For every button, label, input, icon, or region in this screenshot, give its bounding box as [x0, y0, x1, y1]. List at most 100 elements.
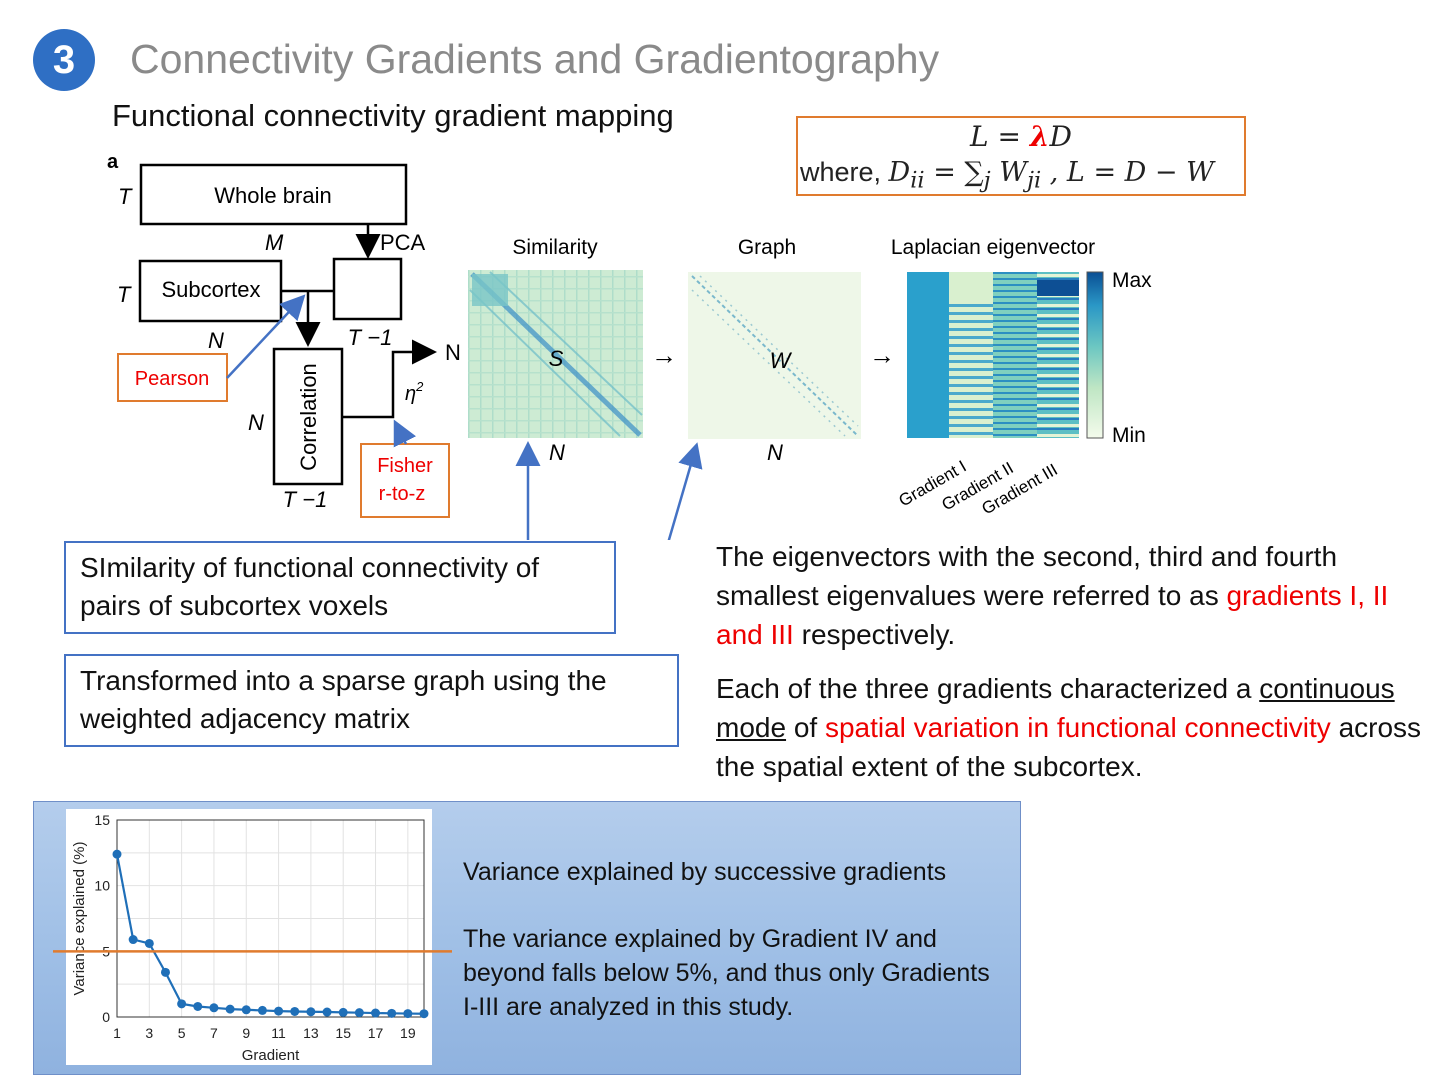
panel-label: a [107, 151, 119, 173]
data-point [419, 1009, 429, 1019]
spatial-variation-highlight: spatial variation in functional connecti… [824, 712, 1331, 743]
variance-heading: Variance explained by successive gradien… [463, 858, 947, 886]
similarity-band [469, 289, 621, 437]
data-point [177, 999, 187, 1009]
graph-w-label: W [770, 348, 793, 373]
y-tick-label: 10 [94, 878, 110, 894]
x-tick-label: 9 [242, 1025, 250, 1041]
similarity-block [472, 274, 508, 306]
slide-subtitle: Functional connectivity gradient mapping [112, 98, 674, 133]
fisher-label-line1: Fisher [377, 455, 433, 477]
colorbar-min-label: Min [1112, 424, 1146, 447]
series-line [115, 853, 425, 1015]
y-axis-label: Variance explained (%) [71, 842, 88, 996]
gradient-iii-top-block [1037, 280, 1079, 296]
pipeline-diagram: a Whole brain T M PCA T −1 Subcortex T N… [107, 151, 1152, 540]
data-point [387, 1008, 397, 1018]
eta-arrow [342, 339, 437, 419]
similarity-title: Similarity [512, 236, 598, 259]
subcortex-box [138, 259, 283, 323]
whole-brain-label: Whole brain [214, 183, 331, 208]
t-minus-1-label-top: T −1 [348, 325, 393, 350]
x-tick-label: 3 [145, 1025, 153, 1041]
y-tick-label: 0 [102, 1009, 110, 1025]
data-point [371, 1008, 381, 1018]
t-minus-1-label-bottom: T −1 [283, 487, 328, 512]
variance-explanation: The variance explained by Gradient IV an… [463, 925, 990, 1021]
data-point [144, 938, 154, 948]
data-point [193, 1001, 203, 1011]
data-point [241, 1005, 251, 1015]
data-point [354, 1008, 364, 1018]
n-label-graph: N [767, 440, 783, 465]
pearson-pointer [226, 294, 306, 379]
gradient-ii-column [993, 272, 1037, 438]
n-label-output: N [445, 340, 461, 365]
lambda-symbol: λ [1029, 120, 1050, 153]
graph-callout-pointer [667, 442, 703, 540]
subcortex-label: Subcortex [161, 277, 260, 302]
x-tick-label: 19 [400, 1025, 416, 1041]
graph-band [691, 289, 846, 437]
data-point [322, 1007, 332, 1017]
data-point [128, 935, 138, 945]
eigenvector-explanation: The eigenvectors with the second, third … [716, 541, 1389, 650]
gradient-0-column [907, 272, 949, 438]
eta-squared-label: η2 [405, 379, 424, 405]
gradient-iii-column [1037, 272, 1079, 438]
data-point [112, 849, 122, 859]
fisher-pointer [393, 419, 417, 448]
x-tick-label: 15 [335, 1025, 351, 1041]
whole-brain-box [139, 163, 408, 226]
colorbar [1086, 271, 1104, 439]
x-tick-label: 1 [113, 1025, 121, 1041]
n-label-corr: N [248, 410, 264, 435]
data-point [160, 967, 170, 977]
graph-diagonal [691, 275, 859, 437]
data-point [225, 1004, 235, 1014]
x-tick-label: 13 [303, 1025, 319, 1041]
pearson-label: Pearson [135, 368, 210, 390]
similarity-band [489, 271, 643, 416]
pearson-label-box [117, 353, 228, 402]
data-point [209, 1003, 219, 1013]
data-point [403, 1009, 413, 1019]
t-label-1: T [118, 184, 133, 209]
laplacian-equation-box: L = λD where, Dii = ∑j Wji , L = D − W [796, 116, 1246, 196]
graph-callout: Transformed into a sparse graph using th… [64, 654, 679, 747]
data-point [306, 1007, 316, 1017]
gradients-highlight: gradients I, II and III [716, 580, 1389, 650]
plot-frame [116, 819, 425, 1018]
gradient-mode-explanation: Each of the three gradients characterize… [716, 673, 1422, 782]
x-tick-label: 7 [210, 1025, 218, 1041]
correlation-label: Correlation [296, 363, 321, 471]
equation-line-2: where, Dii = ∑j Wji , L = D − W [800, 157, 1214, 194]
slide-title: Connectivity Gradients and Gradientograp… [130, 36, 940, 82]
pca-box [332, 257, 403, 321]
gradient-i-top-block [949, 272, 993, 302]
continuous-mode-underlined: continuous mode [716, 673, 1395, 743]
arrow-similarity-to-graph: → [651, 340, 677, 370]
data-point [290, 1006, 300, 1016]
t-label-2: T [117, 282, 132, 307]
correlation-box [272, 347, 344, 486]
laplacian-title: Laplacian eigenvector [891, 236, 1095, 259]
data-point [338, 1007, 348, 1017]
x-tick-label: 5 [178, 1025, 186, 1041]
colorbar-max-label: Max [1112, 269, 1152, 292]
similarity-callout: SImilarity of functional connectivity of… [64, 541, 616, 634]
arrow-graph-to-laplacian: → [869, 340, 895, 370]
graph-title: Graph [738, 236, 796, 259]
data-point [257, 1005, 267, 1015]
data-point [274, 1006, 284, 1016]
similarity-s-label: S [549, 346, 564, 371]
n-label-subcortex: N [208, 328, 224, 353]
n-label-similarity: N [549, 440, 565, 465]
x-tick-label: 17 [368, 1025, 384, 1041]
fisher-label-line2: r-to-z [379, 483, 426, 505]
x-tick-label: 11 [271, 1025, 286, 1041]
equation-line-1: L = λD [970, 120, 1072, 153]
x-axis-label: Gradient [242, 1047, 300, 1064]
y-tick-label: 15 [94, 812, 110, 828]
